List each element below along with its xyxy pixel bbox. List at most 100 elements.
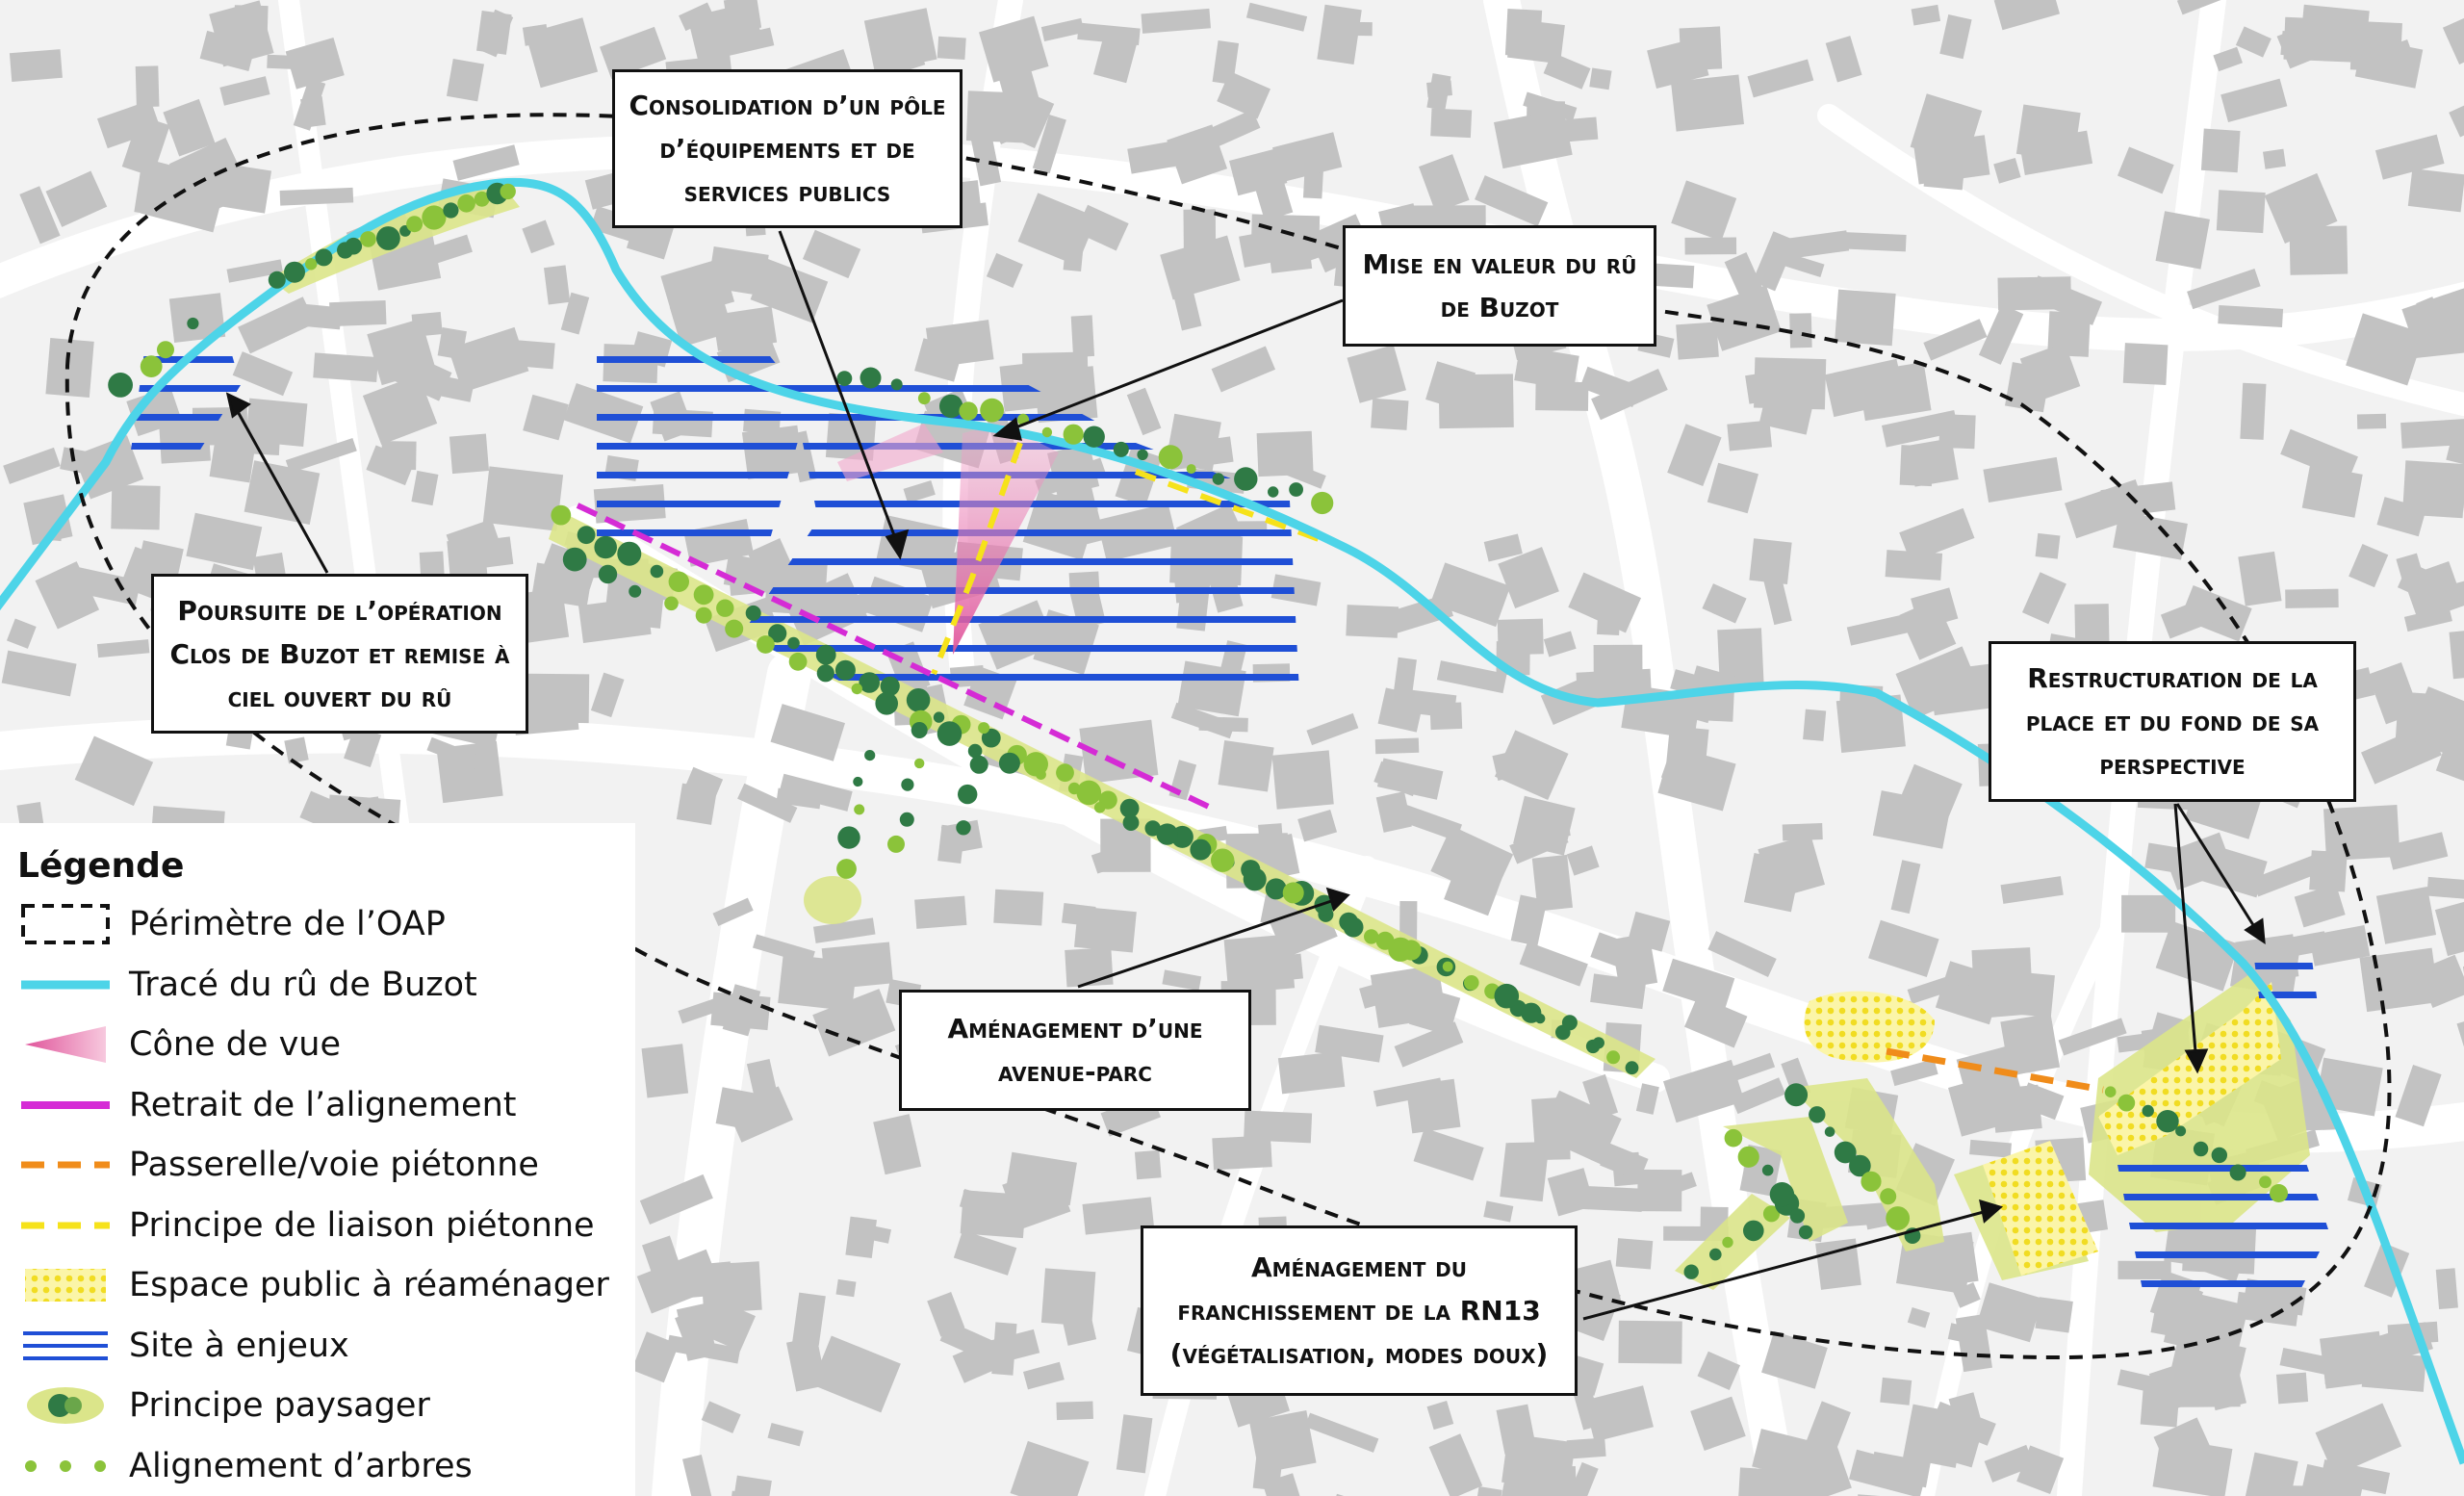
- building: [1211, 346, 1276, 393]
- building: [701, 1261, 762, 1314]
- tree: [345, 237, 363, 255]
- building: [2019, 342, 2081, 402]
- building: [1057, 1292, 1097, 1346]
- setback-line: [576, 503, 1215, 812]
- building: [2176, 0, 2235, 15]
- building: [2275, 1372, 2309, 1405]
- tree: [2259, 1175, 2272, 1189]
- building: [2449, 94, 2464, 138]
- building: [1846, 613, 1913, 646]
- legend-item-cone: Cône de vue: [17, 1015, 618, 1075]
- tree: [629, 584, 642, 598]
- building: [953, 1229, 1017, 1276]
- building: [707, 246, 769, 297]
- building: [1568, 572, 1642, 633]
- building: [186, 512, 263, 571]
- building: [1082, 1197, 1155, 1235]
- tree: [901, 778, 914, 791]
- tree: [1056, 763, 1074, 783]
- tree: [837, 826, 860, 849]
- tree: [617, 541, 642, 566]
- building: [1684, 994, 1748, 1048]
- tree: [834, 659, 856, 681]
- building: [1993, 0, 2061, 31]
- footbridge-swatch-icon: [21, 1161, 110, 1169]
- tree: [695, 606, 712, 624]
- building: [1802, 1401, 1851, 1464]
- building: [940, 819, 983, 855]
- tree: [284, 261, 305, 283]
- building: [1726, 1052, 1776, 1083]
- building: [1183, 209, 1217, 252]
- building: [1894, 763, 1963, 832]
- tree: [1311, 491, 1334, 515]
- building: [2387, 832, 2449, 870]
- building: [2309, 850, 2348, 892]
- tree: [474, 191, 490, 207]
- legend-label: Principe paysager: [129, 1386, 430, 1426]
- building: [2018, 1082, 2065, 1121]
- building: [631, 1331, 680, 1383]
- building: [1835, 694, 1906, 754]
- building: [293, 78, 326, 131]
- building: [415, 371, 475, 402]
- building: [219, 76, 270, 106]
- tree: [2193, 1141, 2209, 1157]
- building: [986, 252, 1023, 289]
- building: [1618, 1320, 1682, 1364]
- building: [669, 292, 733, 348]
- tree: [1722, 1236, 1733, 1249]
- building: [2426, 876, 2464, 900]
- tree: [305, 258, 318, 271]
- building: [313, 352, 379, 382]
- building: [1684, 237, 1737, 255]
- legend-label: Alignement d’arbres: [129, 1446, 473, 1485]
- tree: [757, 635, 775, 654]
- building: [477, 9, 514, 58]
- building: [2361, 39, 2422, 85]
- building: [19, 186, 61, 245]
- building: [1579, 366, 1641, 408]
- label-franchissement: Aménagement du franchissement de la RN13…: [1141, 1225, 1578, 1396]
- building: [1635, 1083, 1659, 1115]
- tree: [594, 535, 617, 559]
- building: [1923, 160, 1965, 191]
- building: [1882, 410, 1960, 448]
- tree: [933, 711, 945, 723]
- building: [1700, 1206, 1729, 1229]
- building: [746, 1058, 781, 1112]
- building: [1724, 251, 1763, 299]
- building: [1647, 37, 1709, 89]
- building: [1141, 8, 1211, 34]
- building: [1430, 825, 1514, 900]
- tree: [745, 605, 761, 621]
- building: [1697, 1351, 1741, 1391]
- tree: [1743, 1220, 1764, 1242]
- tree: [1769, 1182, 1795, 1207]
- building: [988, 95, 1046, 144]
- tree: [1521, 1002, 1542, 1023]
- building: [2364, 1242, 2410, 1298]
- building: [1984, 1444, 2035, 1483]
- tree: [1761, 1164, 1774, 1176]
- building: [284, 736, 309, 764]
- building: [2368, 661, 2420, 725]
- building: [1374, 737, 1420, 755]
- tree: [969, 755, 988, 774]
- river-line: [0, 177, 2464, 1465]
- building: [1671, 180, 1737, 242]
- tree: [787, 636, 800, 650]
- building: [1983, 456, 2063, 503]
- building: [1494, 730, 1569, 801]
- tree: [1076, 780, 1102, 806]
- legend-item-trace: Tracé du rû de Buzot: [17, 955, 618, 1016]
- tree: [2229, 1164, 2246, 1181]
- building: [701, 1401, 741, 1433]
- tree: [958, 784, 978, 805]
- building: [1198, 716, 1248, 733]
- label-restructuration: Restructuration de la place et du fond d…: [1989, 641, 2356, 802]
- building: [2264, 172, 2338, 245]
- building: [1600, 1143, 1649, 1182]
- building: [1781, 251, 1825, 278]
- label-avenue-parc: Aménagement d’une avenue-parc: [899, 990, 1251, 1111]
